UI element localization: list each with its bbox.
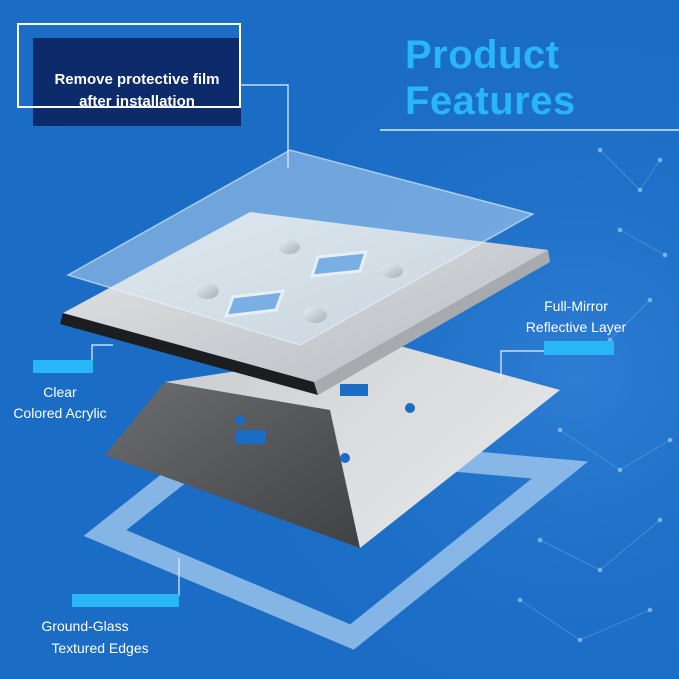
mirror-layer xyxy=(165,346,560,548)
callout-marker-edges xyxy=(72,594,179,607)
acrylic-plate-edge-right xyxy=(314,250,550,395)
callout-label-edges-line1: Ground-Glass xyxy=(41,618,129,634)
mirror-screw-hole xyxy=(235,415,245,425)
callout-leader-lines xyxy=(91,84,544,596)
callout-label-edges-line2: Textured Edges xyxy=(51,640,149,656)
plate-screws xyxy=(195,240,403,323)
plate-switch-opening xyxy=(309,250,369,278)
callout-marker-mirror xyxy=(544,341,614,355)
screw-icon xyxy=(303,307,327,323)
mirror-switch-cutout-top xyxy=(340,384,368,396)
protective-film-layer xyxy=(66,149,535,346)
network-decoration xyxy=(517,147,673,643)
callout-label-acrylic-line2: Colored Acrylic xyxy=(13,405,107,421)
notice-frame xyxy=(17,23,241,108)
plate-switch-opening xyxy=(223,289,286,318)
mirror-screw-hole xyxy=(405,403,415,413)
screw-icon xyxy=(381,264,403,278)
notice-box xyxy=(33,38,241,126)
mirror-switch-cutout xyxy=(235,430,267,444)
mirror-screw-hole xyxy=(340,453,350,463)
screw-icon xyxy=(278,240,300,254)
notice-text-line1: Remove protective film xyxy=(54,71,220,88)
callout-label-mirror-line2: Reflective Layer xyxy=(525,319,627,335)
notice-text-line2: after installation xyxy=(79,93,195,110)
acrylic-plate-edge xyxy=(60,313,318,395)
screw-icon xyxy=(195,283,219,299)
callout-label-mirror-line1: Full-Mirror xyxy=(544,298,608,314)
page-title-line2: Features xyxy=(405,79,576,123)
mirror-layer-dark xyxy=(105,382,360,548)
page-title-line1: Product xyxy=(405,33,560,77)
callout-marker-acrylic xyxy=(33,360,93,373)
callout-label-acrylic-line1: Clear xyxy=(43,384,77,400)
acrylic-plate xyxy=(63,212,548,382)
